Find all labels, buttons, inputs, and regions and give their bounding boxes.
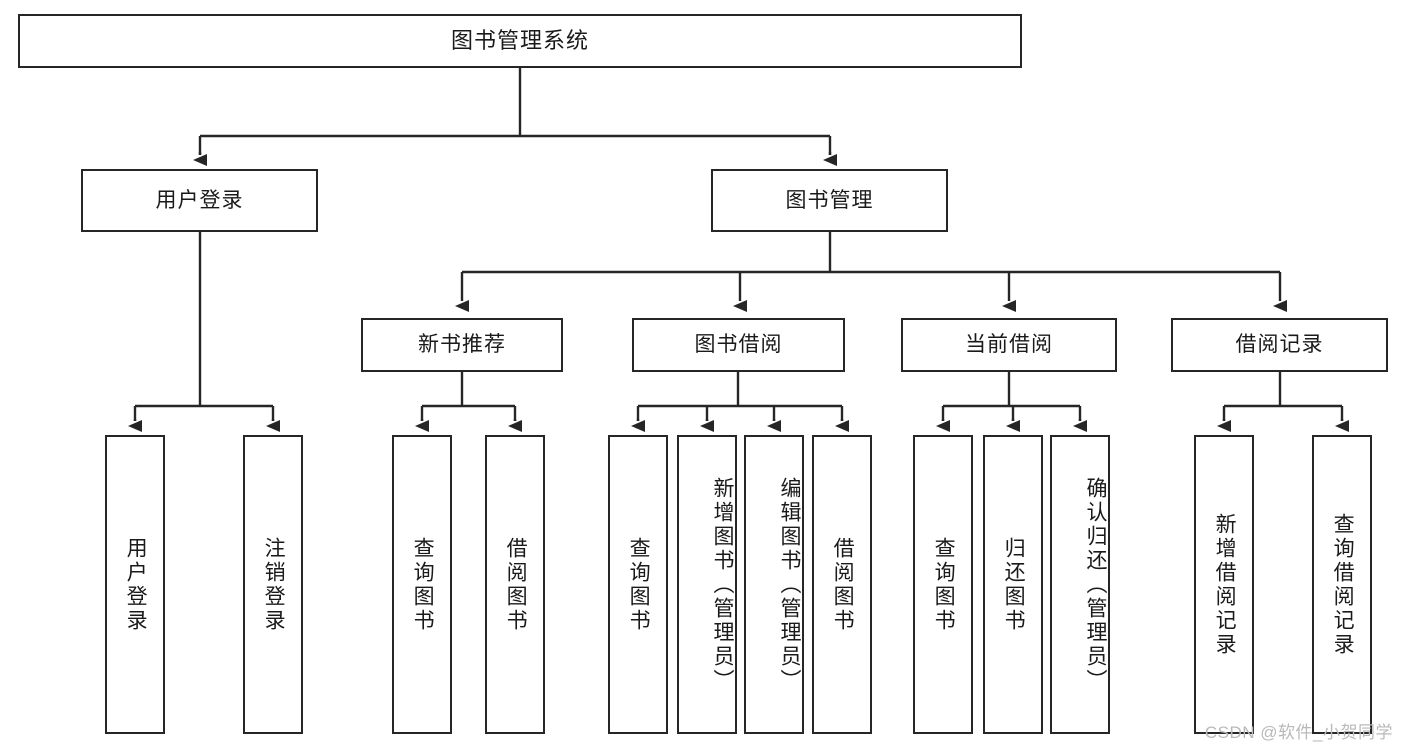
node-borrow-record[interactable]: 借阅记录	[1171, 318, 1388, 372]
leaf-user-login[interactable]: 用户登录	[105, 435, 165, 734]
node-label: 图书管理系统	[450, 27, 589, 53]
leaf-query-book-recommend[interactable]: 查询图书	[392, 435, 452, 734]
leaf-add-borrow-record[interactable]: 新增借阅记录	[1194, 435, 1254, 734]
node-label: 借阅记录	[1235, 333, 1324, 357]
node-label: 确认归还（管理员）	[1084, 476, 1107, 693]
leaf-confirm-return-admin[interactable]: 确认归还（管理员）	[1050, 435, 1110, 734]
node-label: 借阅图书	[504, 536, 528, 633]
node-user-login[interactable]: 用户登录	[81, 169, 318, 232]
leaf-edit-book-admin[interactable]: 编辑图书（管理员）	[744, 435, 804, 734]
csdn-watermark: CSDN @软件_小贺同学	[1204, 723, 1393, 742]
node-new-book-recommend[interactable]: 新书推荐	[361, 318, 563, 372]
leaf-return-book[interactable]: 归还图书	[983, 435, 1043, 734]
node-label: 新增借阅记录	[1213, 512, 1237, 657]
node-book-management[interactable]: 图书管理	[711, 169, 948, 232]
leaf-borrow-book[interactable]: 借阅图书	[812, 435, 872, 734]
node-label: 注销登录	[262, 536, 286, 633]
node-book-borrow[interactable]: 图书借阅	[632, 318, 845, 372]
node-label: 查询图书	[627, 536, 651, 633]
node-root-book-management-system[interactable]: 图书管理系统	[18, 14, 1022, 68]
node-label: 图书管理	[785, 188, 874, 212]
leaf-add-book-admin[interactable]: 新增图书（管理员）	[677, 435, 737, 734]
node-label: 查询图书	[932, 536, 956, 633]
leaf-borrow-book-recommend[interactable]: 借阅图书	[485, 435, 545, 734]
node-label: 用户登录	[155, 188, 244, 212]
leaf-query-borrow-record[interactable]: 查询借阅记录	[1312, 435, 1372, 734]
node-label: 用户登录	[124, 536, 148, 633]
node-label: 图书借阅	[694, 333, 783, 357]
node-label: 归还图书	[1002, 536, 1026, 633]
node-label: 新增图书（管理员）	[711, 476, 734, 693]
node-label: 借阅图书	[831, 536, 855, 633]
leaf-query-book-current[interactable]: 查询图书	[913, 435, 973, 734]
leaf-query-book-borrow[interactable]: 查询图书	[608, 435, 668, 734]
leaf-user-logout[interactable]: 注销登录	[243, 435, 303, 734]
node-label: 查询图书	[411, 536, 435, 633]
node-current-borrow[interactable]: 当前借阅	[901, 318, 1117, 372]
node-label: 编辑图书（管理员）	[778, 476, 801, 693]
node-label: 查询借阅记录	[1331, 512, 1355, 657]
node-label: 当前借阅	[965, 333, 1053, 357]
node-label: 新书推荐	[418, 333, 506, 357]
